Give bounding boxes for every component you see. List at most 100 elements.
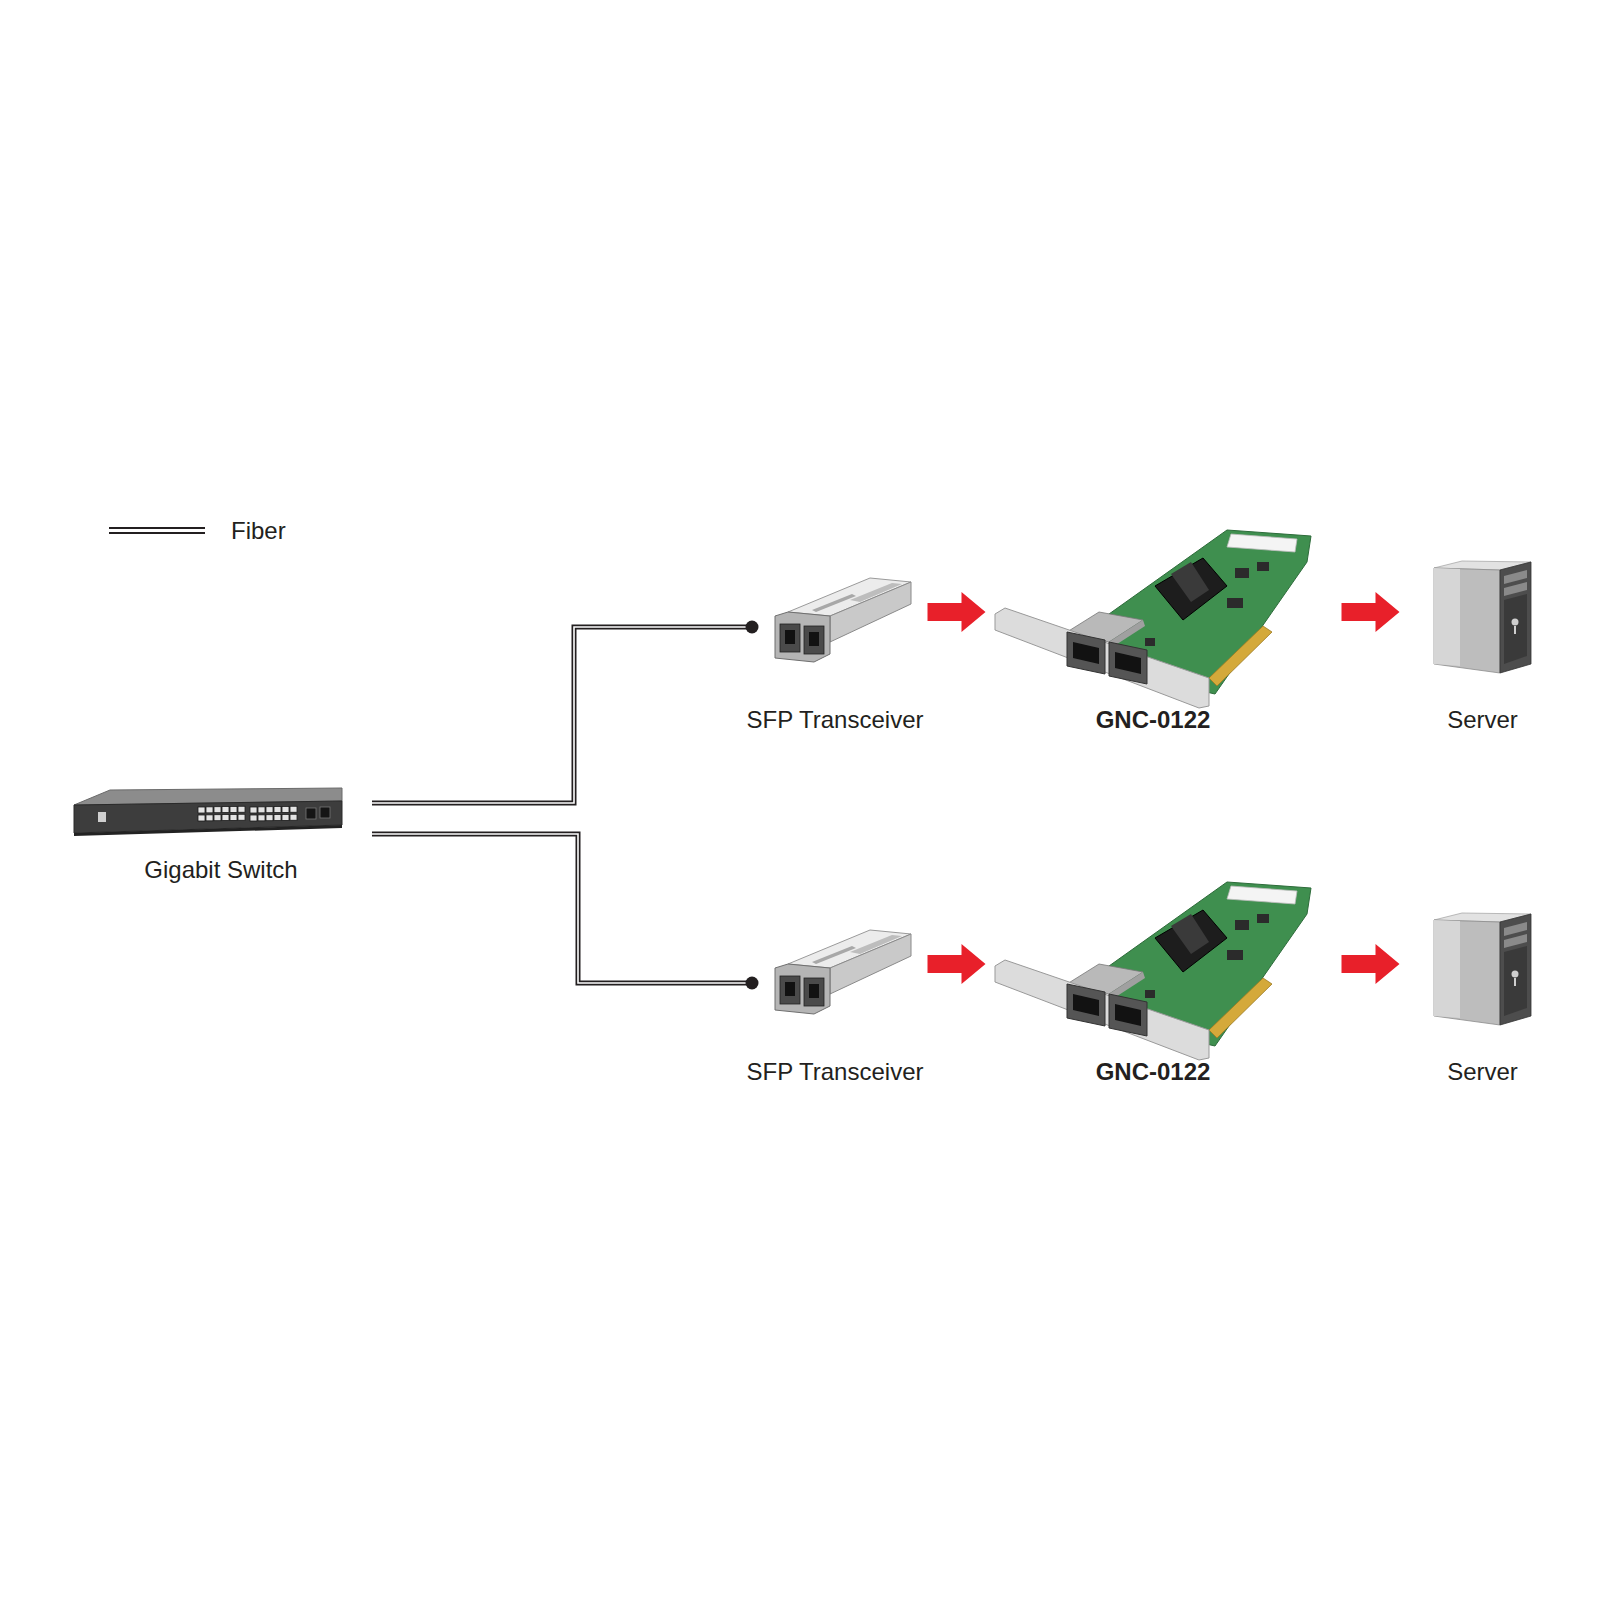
switch-base [74, 825, 342, 836]
fiber-outer [372, 627, 752, 803]
switch-port [214, 815, 221, 821]
server-drive-bay [1504, 934, 1527, 948]
switch-port [198, 815, 205, 821]
sfp-node: SFP Transceiver [752, 924, 918, 1087]
switch-port [290, 814, 297, 820]
nic-chip [1257, 914, 1269, 923]
switch-port [250, 815, 257, 821]
nic-sfp-cage [1109, 642, 1147, 684]
nic-chip [1145, 638, 1155, 646]
fiber-endpoint [746, 977, 759, 990]
legend-fiber-sample [109, 525, 205, 537]
switch-port [238, 806, 245, 812]
switch-port [206, 807, 213, 813]
server-panel [1504, 946, 1527, 1016]
flow-arrow [1342, 944, 1400, 984]
sfp-port-hole [785, 630, 795, 644]
server-front [1500, 562, 1531, 673]
nic-chip [1235, 568, 1249, 578]
server-node: Server [1430, 560, 1535, 735]
device-drawing [775, 930, 911, 1014]
switch-port [266, 807, 273, 813]
switch-sfp-port [320, 807, 330, 818]
switch-port [250, 807, 257, 813]
device-label: Gigabit Switch [144, 855, 297, 885]
switch-sfp-port [306, 808, 316, 819]
nic-chip [1235, 920, 1249, 930]
device-drawing [995, 882, 1311, 1060]
nic-heatsink-fin [1171, 914, 1209, 954]
nic-bracket [995, 608, 1209, 708]
sfp-port-hole [809, 984, 819, 998]
device-drawing [1434, 561, 1531, 673]
label-stack: Gigabit Switch [30, 855, 412, 885]
nic-heatsink-fin [1171, 562, 1209, 602]
switch-port [230, 806, 237, 812]
fiber-inner [372, 834, 752, 983]
nic-sfp-cage [1067, 632, 1105, 674]
switch-port [222, 815, 229, 821]
switch-port [198, 807, 205, 813]
device-label: SFP Transceiver [747, 1057, 924, 1087]
sfp-port [780, 624, 800, 652]
nic-node: GNC-0122 [995, 528, 1311, 735]
device-label: Server [1447, 1057, 1518, 1087]
nic-sfp-slot [1073, 994, 1099, 1016]
nic-chip [1227, 950, 1243, 960]
sfp-front [775, 964, 830, 1014]
server-lock-key [1514, 626, 1516, 634]
switch-port [290, 806, 297, 812]
sfp-port-hole [785, 982, 795, 996]
device-illustration [995, 880, 1311, 1087]
server-panel [1504, 594, 1527, 664]
sfp-latch [812, 594, 856, 612]
device-drawing [775, 578, 911, 662]
legend-line [109, 527, 205, 529]
label-stack: GNC-0122 [955, 1057, 1351, 1087]
sfp-port [780, 976, 800, 1004]
switch-port [274, 807, 281, 813]
label-stack: SFP Transceiver [712, 1057, 958, 1087]
switch-port [222, 807, 229, 813]
label-stack: GNC-0122 [955, 705, 1351, 735]
sfp-port [804, 978, 824, 1006]
legend-row: Fiber [109, 516, 286, 546]
device-drawing [74, 788, 342, 836]
red-block-arrow [928, 592, 986, 632]
nic-bracket [995, 960, 1209, 1060]
switch-port [274, 815, 281, 821]
flow-arrow [1342, 592, 1400, 632]
nic-sfp-slot [1115, 652, 1141, 674]
nic-chip [1145, 990, 1155, 998]
nic-pcb [1095, 882, 1311, 1046]
nic-sticker [1227, 534, 1297, 552]
sfp-side [830, 582, 911, 642]
switch-logo [98, 812, 106, 822]
switch-port [238, 814, 245, 820]
flow-arrow [928, 944, 986, 984]
nic-pcb [1095, 530, 1311, 694]
fiber-inner [372, 627, 752, 803]
device-illustration [995, 528, 1311, 735]
switch-port [214, 807, 221, 813]
fiber-endpoint [746, 621, 759, 634]
switch-node: Gigabit Switch [70, 785, 372, 885]
switch-port [258, 807, 265, 813]
nic-sfp-cage [1109, 994, 1147, 1036]
flow-arrow [928, 592, 986, 632]
red-block-arrow [1342, 592, 1400, 632]
sfp-node: SFP Transceiver [752, 572, 918, 735]
sfp-port [804, 626, 824, 654]
nic-heatsink [1155, 558, 1227, 620]
switch-port [282, 806, 289, 812]
nic-edge-connector [1209, 978, 1272, 1038]
legend-line [109, 532, 205, 534]
label-stack: SFP Transceiver [712, 705, 958, 735]
switch-port [282, 814, 289, 820]
server-side [1434, 920, 1500, 1025]
device-label: Server [1447, 705, 1518, 735]
sfp-side [830, 934, 911, 994]
device-label: GNC-0122 [1096, 1057, 1211, 1087]
fiber-link [372, 834, 759, 990]
